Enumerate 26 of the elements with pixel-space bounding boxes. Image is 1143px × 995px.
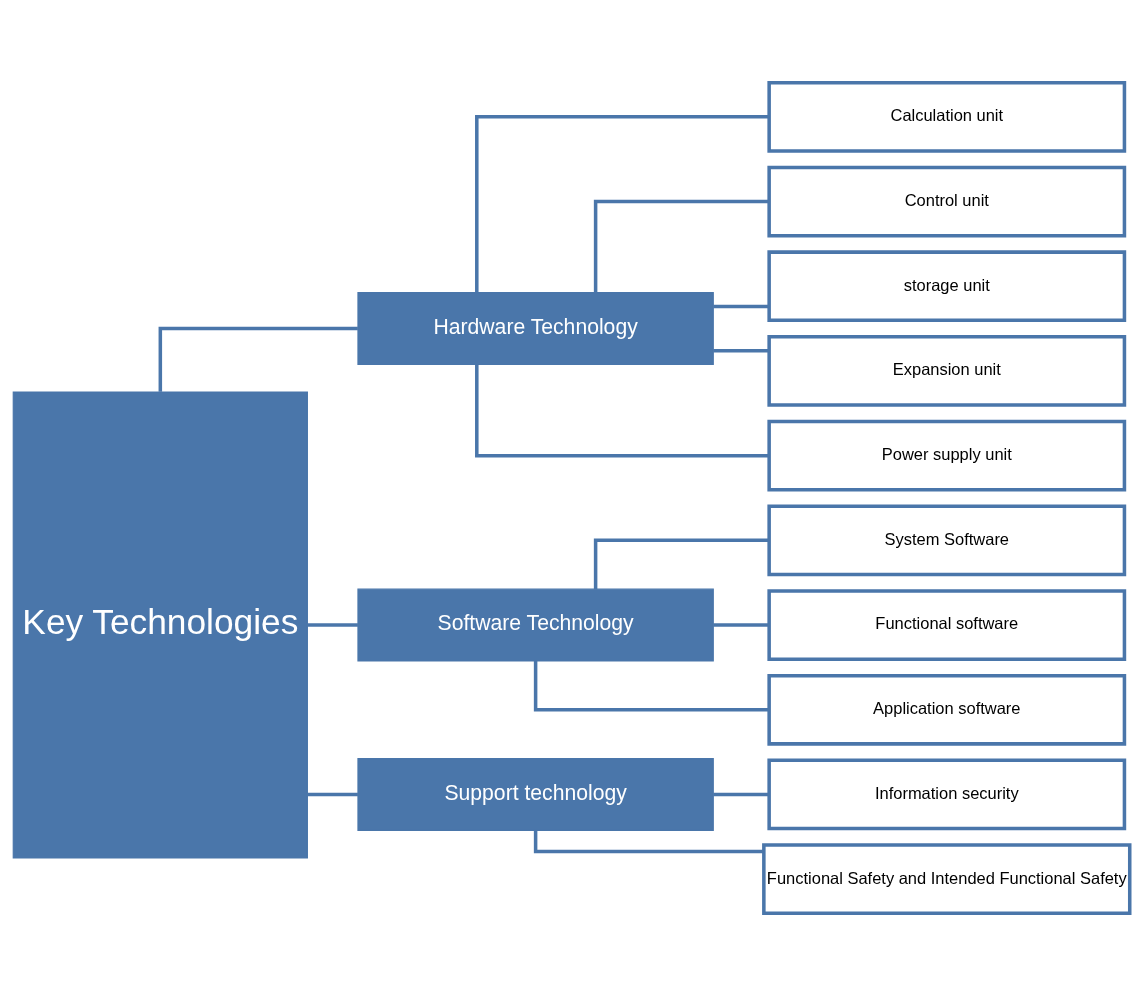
node-box: Functional Safety and Intended Functional Safety	[762, 842, 1132, 915]
connector	[158, 326, 358, 392]
node-box: Expansion unit	[767, 334, 1127, 407]
node-box: Control unit	[767, 165, 1127, 237]
connector	[713, 304, 769, 308]
node-box: storage unit	[767, 249, 1127, 322]
node-box: Information security	[767, 758, 1127, 830]
node-box: Functional software	[767, 588, 1127, 661]
node-box: Power supply unit	[767, 419, 1127, 492]
node-box: Application software	[767, 673, 1127, 746]
connector	[713, 792, 769, 796]
node-box: Support technology	[357, 757, 714, 831]
connector	[713, 348, 769, 352]
node-box: System Software	[767, 503, 1127, 576]
connector	[713, 622, 769, 627]
node-box: Software Technology	[357, 588, 714, 662]
node-box: Calculation unit	[767, 80, 1127, 153]
connector	[593, 538, 769, 589]
connector	[307, 792, 358, 796]
connector	[307, 622, 358, 627]
node-box: Key Technologies	[12, 391, 308, 859]
node-box: Hardware Technology	[357, 291, 714, 365]
connector	[533, 660, 770, 712]
connector	[593, 199, 769, 292]
connector	[475, 364, 770, 457]
connector	[475, 114, 770, 293]
